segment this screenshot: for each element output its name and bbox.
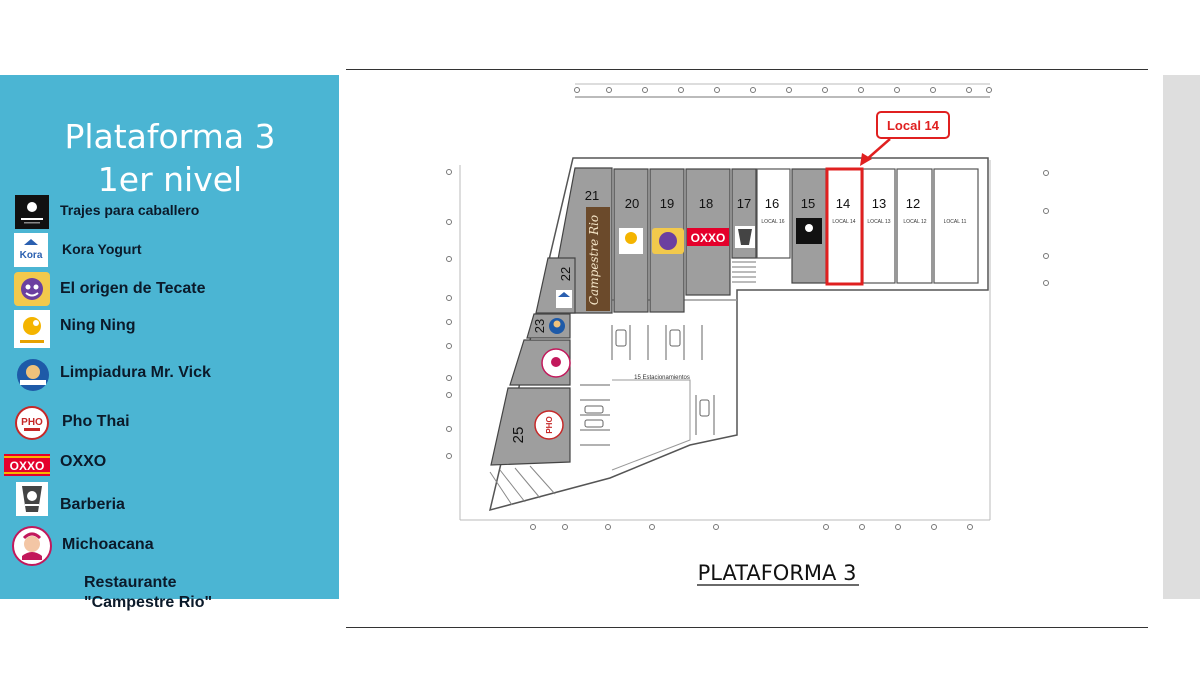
oxxo-logo-icon: OXXO [4, 454, 50, 476]
legend-label: Ning Ning [60, 317, 136, 334]
unit-number-17: 17 [737, 196, 751, 211]
side-scroll-strip [1163, 75, 1200, 599]
frame-line-bottom [346, 627, 1148, 628]
grid-axis-markers [446, 83, 1049, 530]
legend-label: OXXO [60, 453, 107, 470]
legend-panel: Plataforma 3 1er nivel [0, 75, 339, 599]
unit-16 [756, 168, 791, 259]
sublabel-local-11: LOCAL 11 [944, 219, 967, 225]
kora-yogurt-logo-icon [556, 290, 572, 308]
legend-label: Kora Yogurt [62, 241, 142, 257]
stairs [732, 261, 756, 283]
limpiadura-mr-vick-logo-icon [549, 318, 565, 334]
unit-12 [896, 168, 933, 284]
sublabel-local-16: LOCAL 16 [761, 219, 784, 225]
barberia-logo-icon [735, 226, 755, 248]
unit-11 [933, 168, 979, 284]
oxxo-logo-text: OXXO [691, 231, 726, 245]
sublabel-local-13: LOCAL 13 [867, 219, 890, 225]
campestre-logo-text: Campestre Rio [587, 215, 601, 305]
parking-area [489, 325, 715, 506]
panel-title-line2: 1er nivel [97, 160, 243, 199]
svg-text:OXXO: OXXO [10, 459, 45, 473]
local-14-callout[interactable]: Local 14 [860, 111, 950, 166]
unit-number-22: 22 [558, 267, 573, 281]
unit-number-14: 14 [836, 196, 850, 211]
plan-title: PLATAFORMA 3 [698, 561, 857, 585]
callout-label: Local 14 [887, 118, 940, 133]
unit-number-18: 18 [699, 196, 713, 211]
kora-yogurt-logo-icon: Kora [14, 233, 48, 267]
campestre-logo-icon: Campestre Rio [586, 207, 610, 311]
legend-label: Limpiadura Mr. Vick [60, 364, 211, 381]
michoacana-logo-icon [12, 526, 52, 566]
unit-13 [862, 168, 896, 284]
restaurant-label-line2: "Campestre Rio" [84, 594, 213, 611]
frame-line-top [346, 69, 1148, 70]
legend-label: Michoacana [62, 536, 154, 553]
unit-number-15: 15 [801, 196, 815, 211]
restaurant-label-line1: Restaurante [84, 574, 177, 591]
panel-title: Plataforma 3 1er nivel [20, 115, 320, 201]
limpiadura-mr-vick-logo-icon [14, 358, 52, 392]
michoacana-logo-icon [541, 348, 571, 378]
oxxo-logo-icon: OXXO [687, 228, 729, 246]
pho-thai-logo-icon: PHO [534, 410, 564, 440]
pho-logo-text: PHO [545, 416, 554, 433]
legend-label: El origen de Tecate [60, 280, 206, 297]
pho-thai-logo-icon: PHO [15, 406, 49, 440]
unit-number-19: 19 [660, 196, 674, 211]
panel-title-line1: Plataforma 3 [64, 117, 276, 156]
unit-number-12: 12 [906, 196, 920, 211]
unit-number-13: 13 [872, 196, 886, 211]
restaurant-label: Restaurante "Campestre Rio" [84, 573, 212, 613]
parking-label: 15 Estacionamientos [634, 375, 690, 381]
suit-shop-logo-icon [796, 218, 822, 244]
el-origen-de-tecate-logo-icon [652, 228, 684, 254]
svg-text:PHO: PHO [21, 417, 43, 428]
suit-shop-logo-icon [15, 195, 49, 229]
unit-number-25: 25 [510, 427, 527, 444]
legend-label: Pho Thai [62, 413, 130, 430]
ning-ning-logo-icon [619, 228, 643, 254]
unit-number-20: 20 [625, 196, 639, 211]
legend-label: Barberia [60, 496, 125, 513]
legend-label: Trajes para caballero [60, 202, 200, 218]
unit-14-highlight[interactable] [825, 167, 864, 286]
svg-text:Kora: Kora [20, 250, 43, 261]
vacant-units [756, 168, 979, 284]
unit-number-23: 23 [532, 319, 547, 333]
el-origen-de-tecate-logo-icon [14, 272, 50, 306]
unit-number-21: 21 [585, 188, 599, 203]
ning-ning-logo-icon [14, 310, 50, 348]
sublabel-local-14: LOCAL 14 [832, 219, 855, 225]
unit-number-16: 16 [765, 196, 779, 211]
sublabel-local-12: LOCAL 12 [903, 219, 926, 225]
barberia-logo-icon [16, 482, 48, 516]
unit-25 [490, 387, 571, 466]
